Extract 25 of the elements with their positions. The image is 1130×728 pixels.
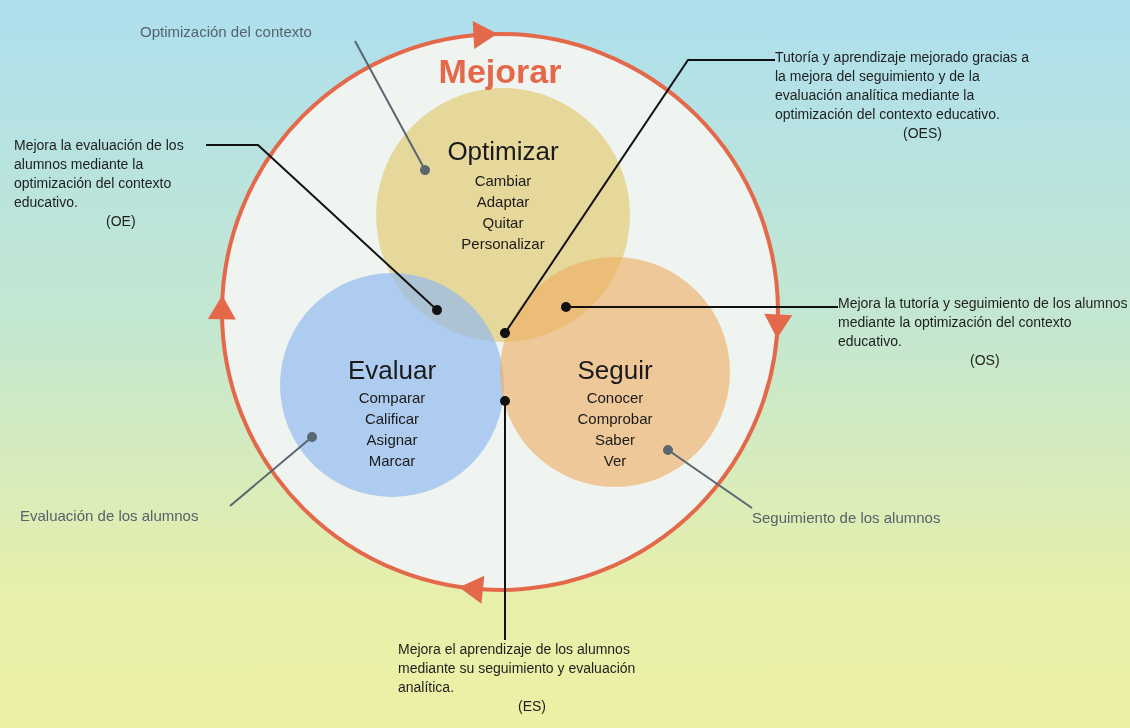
- annotation-text: Evaluación de los alumnos: [20, 506, 200, 525]
- word-list: Cambiar Adaptar Quitar Personalizar: [461, 170, 545, 254]
- region-code: (OE): [106, 212, 136, 231]
- leader-line: [500, 396, 510, 641]
- annotation-text: Mejora la evaluación de los alumnos mediante la optimización del contexto educativo.: [14, 136, 185, 212]
- region-code: (OES): [903, 124, 942, 143]
- circle-title: Optimizar: [447, 136, 559, 166]
- leader-line: [561, 302, 839, 312]
- circle-title: Seguir: [577, 355, 653, 385]
- leader-line: [500, 59, 776, 338]
- annotation-text: Seguimiento de los alumnos: [752, 508, 942, 527]
- word-list: Conocer Comprobar Saber Ver: [577, 387, 653, 471]
- annotation-text: Tutoría y aprendizaje mejorado gracias a la mejora del seguimiento y de la evaluación analítica mediante la optimización del contexto educativo.: [775, 48, 1030, 124]
- annotation-text: Optimización del contexto: [140, 22, 313, 41]
- word-list: Comparar Calificar Asignar Marcar: [358, 387, 426, 471]
- leader-line: [229, 432, 317, 507]
- annotation-text: Mejora el aprendizaje de los alumnos mediante su seguimiento y evaluación analítica.: [398, 640, 637, 697]
- circle-title: Evaluar: [347, 355, 437, 385]
- ring-title: Mejorar: [438, 52, 562, 90]
- leader-line: [663, 445, 753, 509]
- region-code: (OS): [970, 351, 1000, 370]
- leader-line: [205, 144, 442, 315]
- region-code: (ES): [518, 697, 546, 716]
- leader-line: [354, 40, 430, 175]
- annotation-text: Mejora la tutoría y seguimiento de los alumnos mediante la optimización del contexto educativo.: [838, 294, 1128, 351]
